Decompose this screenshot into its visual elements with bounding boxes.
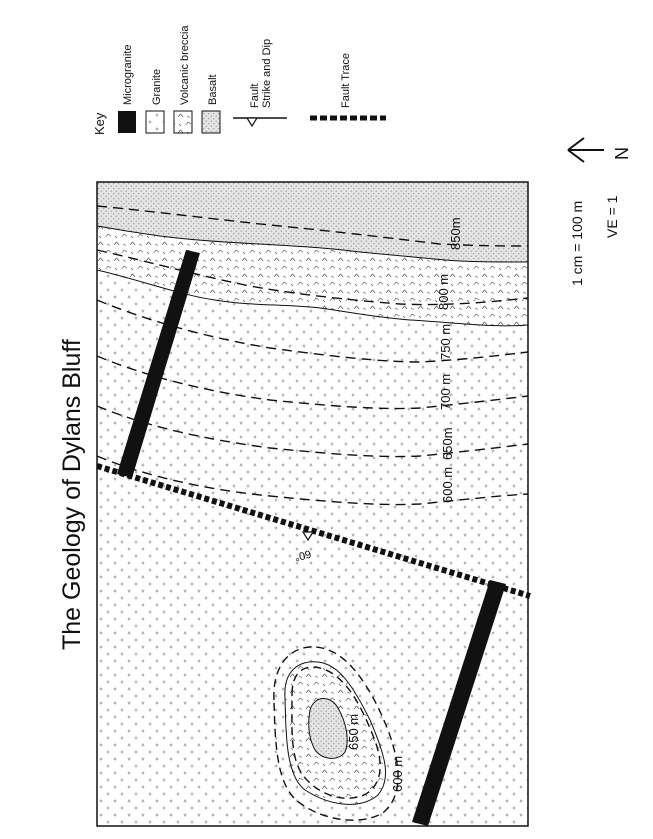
- legend-label-fault-trace: Fault Trace: [340, 53, 352, 108]
- hill-contour-650: [291, 666, 381, 799]
- map-frame: [96, 181, 529, 827]
- legend-label-breccia: Volcanic breccia: [179, 25, 191, 105]
- basalt-swatch: [201, 110, 221, 134]
- dip-label: 60°: [293, 547, 312, 563]
- contour-600: [96, 455, 529, 506]
- contour-850: [96, 205, 529, 247]
- north-arrow-head-icon: [567, 137, 585, 163]
- hill-contour-600: [273, 646, 399, 821]
- fault-trace: [96, 463, 531, 599]
- fault-symbol-triangle: [245, 117, 259, 128]
- contour-label-650: 650m: [440, 427, 455, 460]
- hill-basalt-core: [308, 698, 348, 759]
- north-arrow: N: [567, 137, 632, 163]
- contour-label-800: 800 m: [436, 274, 451, 310]
- map-title: The Geology of Dylans Bluff: [58, 339, 86, 650]
- breccia-swatch: [173, 110, 193, 134]
- strike-dip-symbol: [301, 531, 315, 542]
- contour-700: [96, 355, 529, 410]
- microgranite-dyke-lower: [412, 580, 506, 826]
- legend-label-basalt: Basalt: [207, 74, 219, 105]
- contour-label-850: 850m: [448, 217, 463, 250]
- legend-label-granite: Granite: [151, 69, 163, 105]
- contour-label-700: 700 m: [438, 374, 453, 410]
- legend-label-fault-2: Strike and Dip: [261, 39, 273, 108]
- scale-text: 1 cm = 100 m: [569, 201, 585, 286]
- contour-650: [96, 405, 529, 458]
- contour-label-750: 750 m: [438, 324, 453, 360]
- legend-label-fault-1: Fault: [249, 84, 261, 108]
- ve-text: VE = 1: [604, 195, 620, 238]
- microgranite-dyke-upper: [117, 250, 200, 478]
- contour-label-600: 600 m: [440, 467, 455, 503]
- hill-contour-label-600: 600 m: [390, 756, 405, 792]
- legend-heading: Key: [92, 112, 107, 135]
- north-label: N: [612, 147, 632, 160]
- granite-swatch: [145, 110, 165, 134]
- basalt-breccia-contact: [96, 225, 529, 263]
- hill-contour-label-650: 650 m: [346, 714, 361, 750]
- legend: Key Microgranite Granite Volcanic brecci…: [92, 25, 386, 135]
- contour-800: [96, 249, 529, 306]
- legend-label-microgranite: Microgranite: [122, 44, 134, 105]
- microgranite-swatch: [118, 111, 136, 133]
- contour-labels: 850m 800 m 750 m 700 m 650m 600 m 650 m …: [346, 217, 463, 792]
